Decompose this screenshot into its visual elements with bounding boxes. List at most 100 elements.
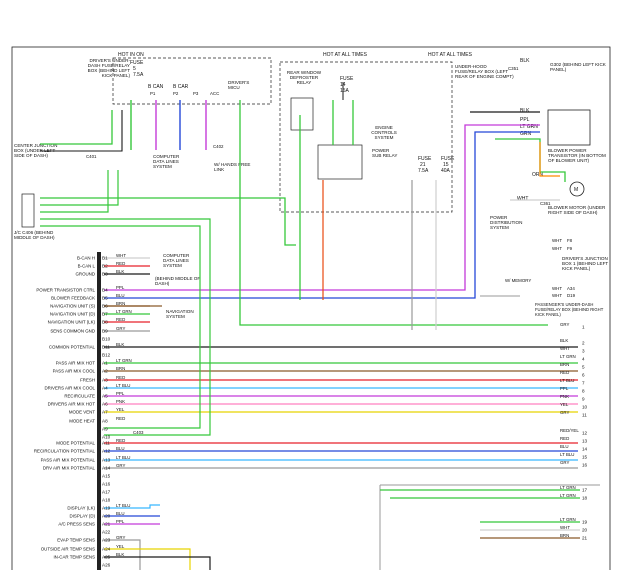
terminal-label: MODE HEAT — [69, 419, 95, 424]
right-pin-label: 14 — [582, 447, 588, 452]
power-dist-box: POWER DISTRIBUTION SYSTEM — [490, 215, 522, 230]
lt-blu-wire — [104, 504, 160, 509]
fuse21-label: FUSE — [418, 156, 432, 162]
udfb1-label: DRIVER'S UNDER-DASH FUSE/RELAY BOX (BEHI… — [87, 58, 130, 78]
right-pin-label: 3 — [582, 349, 585, 354]
terminal-label: IN-CAR TEMP SENS — [53, 555, 95, 560]
pin-label: B6 — [102, 304, 108, 309]
fuse15-label: FUSE — [441, 156, 455, 162]
yel-wire — [104, 548, 191, 570]
wire-color-label: GRY — [116, 326, 126, 331]
wire-layer — [40, 82, 600, 570]
power-sub-relay — [317, 144, 363, 180]
fuse14-label: FUSE — [340, 76, 354, 82]
b-can-label: B CAN — [148, 84, 164, 90]
right-pin-label: 9 — [582, 397, 585, 402]
fuse5-amp: 7.5A — [133, 72, 144, 78]
wire-color-label: GRY — [116, 535, 126, 540]
navigation-system-label: NAVIGATION SYSTEM — [166, 309, 194, 319]
lt-grn-wire — [40, 170, 109, 213]
terminal-label: COMMON POTENTIAL — [49, 345, 96, 350]
rear-defrost-relay-label: REAR WINDOW DEFROSTER RELAY — [286, 70, 322, 85]
right-wire-label: RED — [560, 436, 569, 441]
right-wire-label: WHT — [560, 525, 570, 530]
blk-label: BLK — [520, 108, 530, 114]
pin-label: A1 — [102, 361, 108, 366]
lt-grn-wire — [40, 218, 211, 436]
wht-d19: WHT — [552, 293, 562, 298]
terminal-label: DRV AIR MIX POTENTIAL — [43, 466, 96, 471]
pin-label: A12 — [102, 449, 111, 454]
wire-color-label: BLK — [116, 552, 124, 557]
w-memory-label: W/ MEMORY — [505, 278, 531, 283]
underhood-box-outline — [279, 61, 453, 213]
wire-color-label: PNK — [116, 399, 125, 404]
power-sub-relay-label-box: POWER SUB RELAY — [372, 148, 398, 158]
wire-color-label: BLU — [116, 511, 125, 516]
terminal-label: PASS AIR MIX POTENTIAL — [41, 458, 96, 463]
right-wire-label: BLK — [560, 338, 568, 343]
c351-label: C351 — [508, 66, 519, 71]
computer-data-lines-label: COMPUTER DATA LINES SYSTEM — [153, 154, 180, 169]
driver-jb1-box: DRIVER'S JUNCTION BOX 1 (BEHIND LEFT KIC… — [562, 256, 608, 271]
wire-color-label: RED — [116, 416, 125, 421]
pin-label: A7 — [102, 410, 108, 415]
wht-label-motor: WHT — [517, 196, 528, 202]
terminal-label: DRIVERS AIR MIX COOL — [44, 386, 95, 391]
jc-c406-label: J/C C406 (BEHIND MIDDLE OF DASH) — [14, 230, 55, 240]
right-pin-label: 13 — [582, 439, 588, 444]
hot-at-all-times-1: HOT AT ALL TIMES — [323, 52, 368, 58]
right-pin-label: 1 — [582, 325, 585, 330]
c402-label: C402 — [213, 144, 224, 149]
wire-color-label: LT BLU — [116, 383, 130, 388]
power-sub-relay-label: POWER SUB RELAY — [372, 148, 398, 158]
drivers-underdash-box — [112, 57, 272, 105]
lt-grn-wire — [239, 100, 548, 326]
passenger-box-label-box: PASSENGER'S UNDER-DASH FUSE/RELAY BOX (B… — [535, 303, 603, 317]
hot-in-on-label: HOT IN ON — [118, 52, 144, 58]
c401-label: C401 — [86, 154, 97, 159]
terminal-label: POWER TRANSISTOR CTRL — [36, 288, 95, 293]
center-jbox-box: CENTER JUNCTION BOX (UNDER LEFT SIDE OF … — [14, 143, 57, 158]
pin-label: B7 — [102, 312, 108, 317]
blower-motor-icon — [569, 181, 585, 197]
right-wire-label: GRY — [560, 460, 570, 465]
pin-label: A25 — [102, 555, 111, 560]
pin-p2: P2 — [173, 91, 179, 96]
pin-label: B11 — [102, 345, 110, 350]
data-lines-label: COMPUTER DATA LINES SYSTEM — [163, 253, 190, 268]
behind-middle-label: (BEHIND MIDDLE OF DASH) — [155, 276, 201, 286]
pin-label: A14 — [102, 466, 111, 471]
right-wire-label: GRY — [560, 322, 570, 327]
fuse21-amp: 7.5A — [418, 168, 429, 174]
terminal-label: NAVIGATION UNIT (S) — [50, 304, 95, 309]
right-pin-label: 5 — [582, 365, 585, 370]
right-pin-label: 20 — [582, 528, 588, 533]
fuse5-label: FUSE — [130, 60, 144, 66]
wire-color-label: YEL — [116, 544, 125, 549]
pin-label: B3 — [102, 272, 108, 277]
wire-color-label: RED — [116, 438, 125, 443]
right-pin-label: 21 — [582, 536, 588, 541]
motor-m: M — [574, 187, 578, 193]
terminal-label: NAVIGATION UNIT (D) — [50, 312, 96, 317]
pin-label: A23 — [102, 538, 111, 543]
jc-c406-connector — [21, 193, 35, 228]
right-pin-label: 19 — [582, 520, 588, 525]
right-wire-label: LT BLU — [560, 452, 574, 457]
gry-wire — [104, 539, 141, 570]
jc-c406-box: J/C C406 (BEHIND MIDDLE OF DASH) — [14, 230, 55, 240]
right-wire-label: LT GRN — [560, 485, 576, 490]
c361-label: C361 — [540, 201, 551, 206]
terminal-label: MODE POTENTIAL — [56, 441, 95, 446]
right-wire-label: GRY — [560, 410, 570, 415]
terminal-label: EVAP TEMP SENS — [57, 538, 95, 543]
pin-label: A13 — [102, 458, 111, 463]
pin-label: B9 — [102, 329, 108, 334]
blk-wire — [40, 110, 123, 152]
blower-transistor — [547, 109, 591, 146]
wire-color-label: BRN — [116, 366, 125, 371]
wire-color-label: BLU — [116, 293, 125, 298]
right-wire-label: PNK — [560, 394, 569, 399]
wire-color-label: YEL — [116, 407, 125, 412]
